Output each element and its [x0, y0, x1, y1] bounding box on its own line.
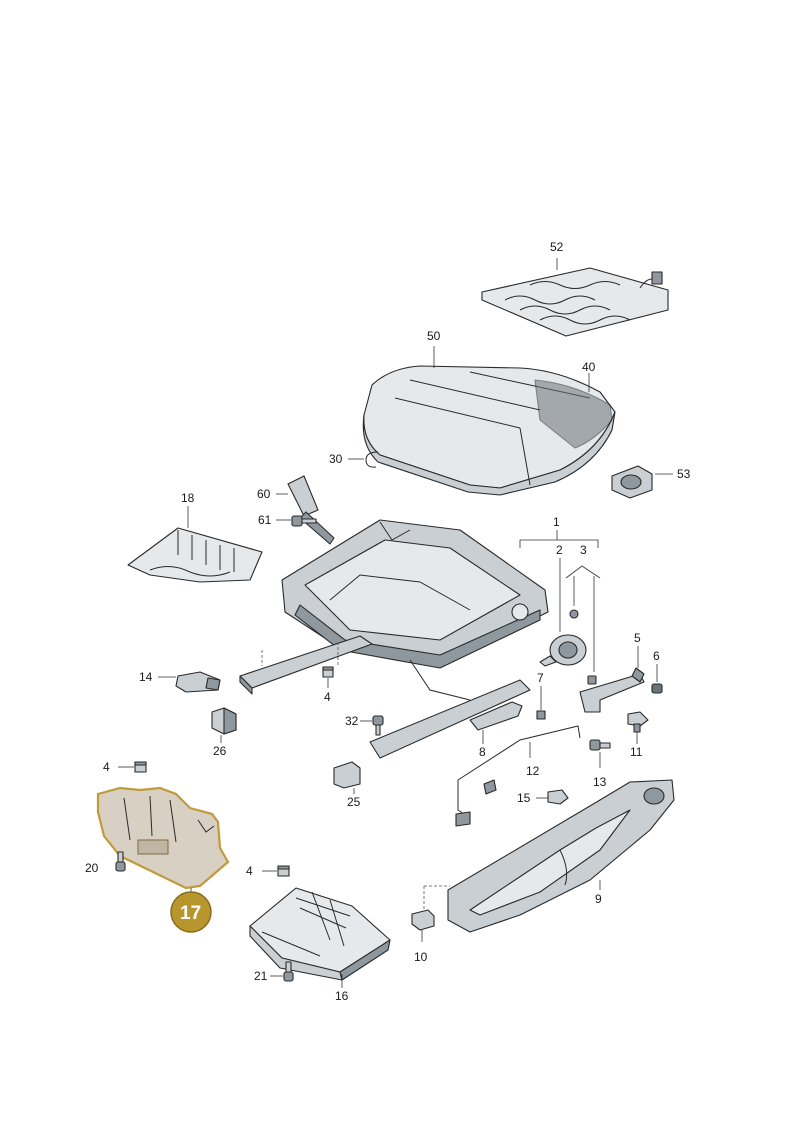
callout-32[interactable]: 32 — [345, 714, 359, 728]
part-5-lever[interactable] — [579, 667, 645, 713]
bracket-3 — [565, 565, 601, 579]
part-11-plug[interactable] — [627, 711, 649, 733]
callout-25[interactable]: 25 — [347, 795, 361, 809]
callout-26[interactable]: 26 — [213, 744, 227, 758]
callout-2[interactable]: 2 — [556, 543, 563, 557]
part-16-control-unit[interactable] — [249, 887, 391, 981]
part-25-clip[interactable] — [333, 761, 361, 789]
part-7-connector[interactable] — [536, 710, 546, 720]
callout-12[interactable]: 12 — [526, 764, 540, 778]
part-3-nut[interactable] — [569, 609, 579, 619]
callout-16[interactable]: 16 — [335, 989, 349, 1003]
callout-20[interactable]: 20 — [85, 861, 99, 875]
part-52-heating-mat[interactable] — [481, 267, 669, 337]
part-9-side-trim[interactable] — [424, 779, 675, 933]
part-6-screw[interactable] — [651, 683, 663, 694]
callout-60[interactable]: 60 — [257, 487, 271, 501]
part-12-wire-frame[interactable] — [455, 725, 581, 827]
part-4-clip-c[interactable] — [277, 865, 290, 877]
callout-10[interactable]: 10 — [414, 950, 428, 964]
part-20-screw[interactable] — [115, 851, 126, 872]
callout-4c[interactable]: 4 — [246, 864, 253, 878]
callout-14[interactable]: 14 — [139, 670, 153, 684]
callout-40[interactable]: 40 — [582, 360, 596, 374]
part-3-screw[interactable] — [587, 675, 597, 685]
badge-17-label: 17 — [180, 903, 201, 924]
callout-13[interactable]: 13 — [593, 775, 607, 789]
callout-5[interactable]: 5 — [634, 631, 641, 645]
callout-21[interactable]: 21 — [254, 969, 268, 983]
part-21-screw[interactable] — [283, 961, 294, 982]
callout-50[interactable]: 50 — [427, 329, 441, 343]
callout-11[interactable]: 11 — [630, 745, 643, 759]
part-14-handle[interactable] — [175, 671, 221, 693]
part-60-belt-buckle[interactable] — [287, 475, 335, 545]
badge-17[interactable]: 17 — [170, 891, 212, 933]
callout-4b[interactable]: 4 — [103, 760, 110, 774]
callout-61[interactable]: 61 — [258, 513, 272, 527]
callout-8[interactable]: 8 — [479, 745, 486, 759]
callout-4a[interactable]: 4 — [324, 690, 331, 704]
part-53-lumbar-motor[interactable] — [611, 465, 653, 499]
part-15-connector[interactable] — [547, 789, 569, 805]
callout-52[interactable]: 52 — [550, 240, 564, 254]
seat-frame — [239, 519, 549, 759]
bracket-1 — [519, 539, 599, 548]
part-26-bracket[interactable] — [211, 707, 237, 735]
part-13-bolt[interactable] — [589, 739, 611, 751]
callout-15[interactable]: 15 — [517, 791, 531, 805]
part-10-clip[interactable] — [411, 886, 435, 931]
part-40-foam-pad[interactable] — [534, 379, 613, 449]
part-61-bolt[interactable] — [291, 515, 317, 527]
part-18-seat-mat[interactable] — [127, 527, 263, 583]
callout-7[interactable]: 7 — [537, 671, 544, 685]
part-30-clip[interactable] — [365, 451, 379, 468]
part-8-trim[interactable] — [469, 701, 523, 731]
callout-53[interactable]: 53 — [677, 467, 691, 481]
part-17-side-panel-highlighted[interactable] — [96, 786, 230, 890]
callout-3[interactable]: 3 — [580, 543, 587, 557]
callout-9[interactable]: 9 — [595, 892, 602, 906]
callout-30[interactable]: 30 — [329, 452, 343, 466]
part-4-clip-a[interactable] — [322, 666, 334, 678]
part-4-clip-b[interactable] — [134, 761, 147, 773]
part-2-adjuster-motor[interactable] — [539, 634, 587, 667]
part-32-screw[interactable] — [372, 715, 384, 736]
callout-1[interactable]: 1 — [553, 515, 560, 529]
callout-6[interactable]: 6 — [653, 649, 660, 663]
callout-18[interactable]: 18 — [181, 491, 195, 505]
